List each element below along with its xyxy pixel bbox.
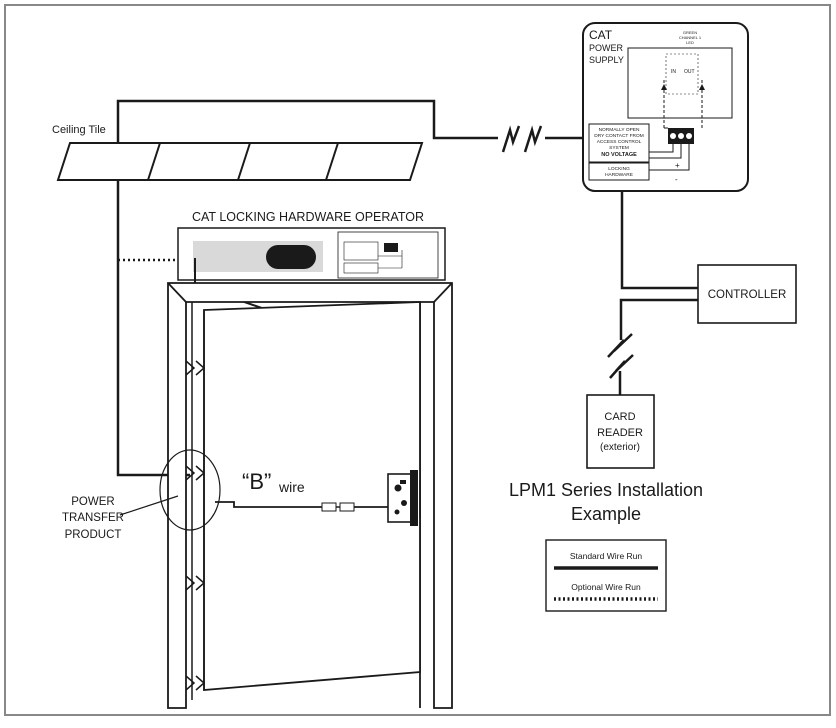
card-reader-line1: CARD	[604, 411, 635, 423]
power-supply-line1: CAT	[589, 28, 613, 42]
led-label-line1: GREEN	[683, 30, 697, 35]
locking-line1: LOCKING	[608, 166, 630, 172]
locking-plus: +	[675, 161, 680, 170]
b-wire-word: wire	[278, 479, 305, 495]
card-reader-line3: (exterior)	[600, 442, 640, 453]
power-supply-line2: POWER	[589, 43, 624, 53]
supply-controller-wire	[620, 191, 698, 290]
terminal-in-label: IN	[671, 69, 676, 75]
diagram-title-line1: LPM1 Series Installation	[509, 480, 703, 500]
card-reader-line2: READER	[597, 427, 643, 439]
power-transfer-line2: TRANSFER	[62, 512, 124, 524]
led-label-line2: CHANNEL 1	[679, 35, 702, 40]
door-hinge-edge	[185, 302, 206, 700]
power-transfer-circle	[159, 449, 221, 531]
legend-standard-label: Standard Wire Run	[570, 551, 643, 561]
page-border	[4, 4, 831, 716]
diagram-title-line2: Example	[571, 504, 641, 524]
hinge-wire	[116, 180, 190, 477]
b-wire-connector-left	[321, 502, 337, 512]
ceiling-wire	[116, 99, 586, 153]
power-supply-box	[582, 22, 749, 192]
b-wire-line	[215, 501, 322, 508]
terminal-out-label: OUT	[684, 69, 695, 75]
controller-label: CONTROLLER	[708, 289, 787, 301]
contact-line5: NO VOLTAGE	[601, 152, 637, 158]
contact-line4: SYSTEM	[609, 145, 629, 151]
contact-line2: DRY CONTACT FROM	[594, 133, 643, 139]
locking-hardware-operator	[177, 227, 446, 281]
power-supply-line3: SUPPLY	[589, 55, 624, 65]
controller-reader-wire	[607, 298, 698, 395]
power-transfer-line3: PRODUCT	[65, 529, 122, 541]
b-wire-letter: “B”	[242, 469, 271, 494]
mortise-lock	[387, 470, 421, 526]
power-transfer-pointer	[119, 495, 179, 516]
controller-box	[697, 264, 797, 324]
ceiling-tile-label: Ceiling Tile	[52, 124, 106, 136]
ceiling-tile	[56, 142, 424, 181]
legend	[545, 539, 667, 612]
operator-solenoid	[266, 245, 316, 269]
led-label-line3: LED	[686, 40, 694, 45]
contact-line3: ACCESS CONTROL	[597, 139, 642, 145]
legend-optional-label: Optional Wire Run	[571, 582, 641, 592]
contact-line1: NORMALLY OPEN	[599, 127, 640, 133]
operator-label: CAT LOCKING HARDWARE OPERATOR	[192, 210, 424, 224]
locking-line2: HARDWARE	[605, 172, 633, 178]
locking-minus: -	[675, 175, 678, 184]
power-transfer-line1: POWER	[71, 496, 114, 508]
power-supply-wiring	[649, 127, 690, 171]
b-wire-connector-right	[339, 502, 355, 512]
card-reader-box	[586, 394, 655, 469]
